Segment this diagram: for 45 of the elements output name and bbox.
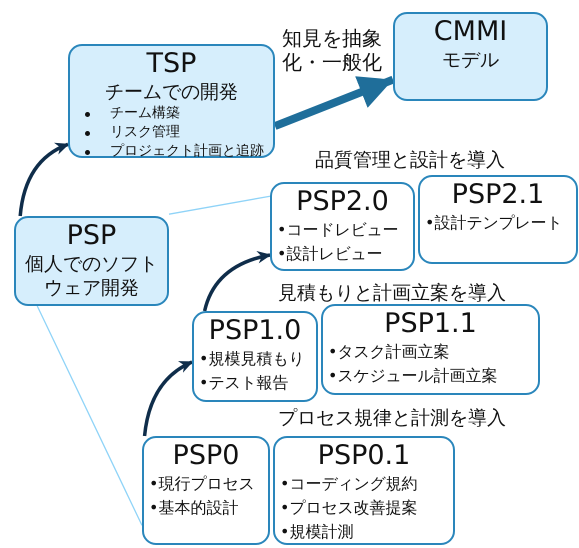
box-title: PSP0.1 — [316, 440, 412, 472]
connector-line — [168, 196, 270, 215]
box-title: PSP0 — [172, 440, 240, 472]
process-box — [68, 44, 275, 158]
box-title: PSP — [66, 220, 118, 252]
annotation-text: 品質管理と設計を導入 — [315, 148, 505, 172]
box-title: TSP — [145, 48, 198, 80]
bullet-item: •スケジュール計画立案 — [328, 365, 498, 387]
stage-box — [273, 436, 455, 545]
bullet-item: リスク管理 — [110, 124, 180, 140]
connector-line — [36, 306, 143, 526]
bullet-item: •規模計測 — [280, 521, 354, 543]
bullet-item: •設計レビュー — [277, 243, 384, 265]
process-box — [14, 216, 169, 306]
bullet-item: •規模見積もり — [199, 348, 306, 370]
bullet-item: •プロセス改善提案 — [280, 497, 418, 519]
annotation-text: プロセス規律と計測を導入 — [278, 406, 506, 430]
stage-box — [192, 311, 318, 402]
box-title: PSP1.0 — [208, 315, 302, 347]
bullet-item: •コードレビュー — [277, 219, 400, 241]
bullet-item: チーム構築 — [110, 105, 180, 121]
box-title: PSP2.1 — [450, 179, 546, 211]
arrow — [18, 142, 70, 216]
bullet-item: •コーディング規約 — [280, 473, 418, 495]
annotation-text: 見積もりと計画立案を導入 — [278, 281, 506, 305]
bullet-item: •タスク計画立案 — [328, 341, 450, 363]
arrow — [142, 360, 194, 436]
box-title: CMMI — [432, 16, 508, 48]
bullet-item: •現行プロセス — [149, 473, 256, 495]
bullet-item: •テスト報告 — [199, 372, 290, 394]
stage-box — [270, 182, 415, 271]
box-subtitle: チームでの開発 — [104, 80, 239, 104]
stage-box — [142, 436, 270, 545]
box-title: PSP2.0 — [295, 186, 390, 218]
bullet-item: •設計テンプレート — [425, 212, 564, 234]
bullet-item: プロジェクト計画と追跡 — [110, 143, 264, 159]
box-subtitle: 個人でのソフトウェア開発 — [24, 252, 159, 300]
bullet-item: •基本的設計 — [149, 497, 240, 519]
arrow — [202, 252, 272, 312]
stage-box — [321, 304, 540, 395]
box-subtitle: モデル — [441, 48, 500, 72]
process-box — [393, 12, 548, 101]
stage-box — [418, 175, 578, 264]
arrow — [274, 76, 394, 130]
box-title: PSP1.1 — [383, 308, 478, 340]
